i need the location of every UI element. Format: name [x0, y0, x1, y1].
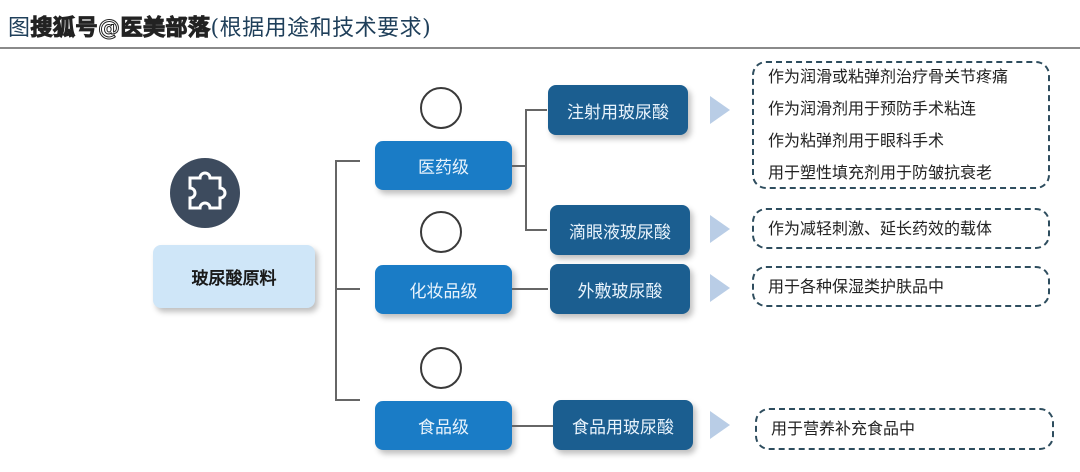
- connector: [335, 288, 360, 290]
- use-item: 用于各种保湿类护肤品中: [768, 276, 945, 296]
- title-divider: [0, 47, 1080, 49]
- grade-pharma: 医药级: [375, 141, 512, 190]
- page-title: 图搜狐号@医美部落(根据用途和技术要求): [8, 10, 431, 42]
- use-item: 作为润滑或粘弹剂治疗骨关节疼痛: [768, 67, 1009, 86]
- title-prefix: 图: [8, 16, 31, 41]
- arrow-icon: [710, 96, 730, 124]
- person-stomach-icon: [420, 347, 462, 389]
- connector: [512, 165, 526, 167]
- use-item: 作为减轻刺激、延长药效的载体: [768, 218, 993, 238]
- uses-topical: 用于各种保湿类护肤品中: [752, 266, 1050, 307]
- uses-injection: 作为润滑或粘弹剂治疗骨关节疼痛 作为润滑剂用于预防手术粘连 作为粘弹剂用于眼科手…: [752, 61, 1050, 189]
- use-item: 作为粘弹剂用于眼科手术: [768, 131, 945, 150]
- product-food: 食品用玻尿酸: [553, 400, 693, 450]
- use-item: 用于营养补充食品中: [771, 419, 916, 438]
- cosmetics-icon: [420, 211, 462, 253]
- arrow-icon: [710, 274, 730, 302]
- bracket-line: [335, 160, 337, 401]
- title-suffix: (根据用途和技术要求): [210, 16, 432, 41]
- product-topical: 外敷玻尿酸: [550, 264, 690, 314]
- connector: [512, 288, 548, 290]
- use-item: 作为润滑剂用于预防手术粘连: [768, 99, 977, 118]
- connector: [512, 425, 553, 427]
- grade-food: 食品级: [375, 401, 512, 450]
- connector: [525, 109, 547, 111]
- watermark-text: 搜狐号@医美部落: [30, 16, 211, 42]
- connector: [335, 399, 360, 401]
- uses-eyedrop: 作为减轻刺激、延长药效的载体: [752, 208, 1050, 249]
- grade-cosmetic: 化妆品级: [375, 265, 512, 314]
- root-node: 玻尿酸原料: [153, 245, 315, 308]
- product-injection: 注射用玻尿酸: [548, 85, 688, 135]
- arrow-icon: [710, 411, 730, 439]
- arrow-icon: [710, 215, 730, 243]
- use-item: 用于塑性填充剂用于防皱抗衰老: [768, 163, 993, 182]
- puzzle-icon: [170, 158, 240, 228]
- connector: [525, 229, 547, 231]
- connector: [335, 160, 360, 162]
- uses-food: 用于营养补充食品中: [755, 408, 1054, 450]
- product-eyedrop: 滴眼液玻尿酸: [550, 205, 690, 255]
- bracket-line: [525, 109, 527, 231]
- medicine-icon: [420, 87, 462, 129]
